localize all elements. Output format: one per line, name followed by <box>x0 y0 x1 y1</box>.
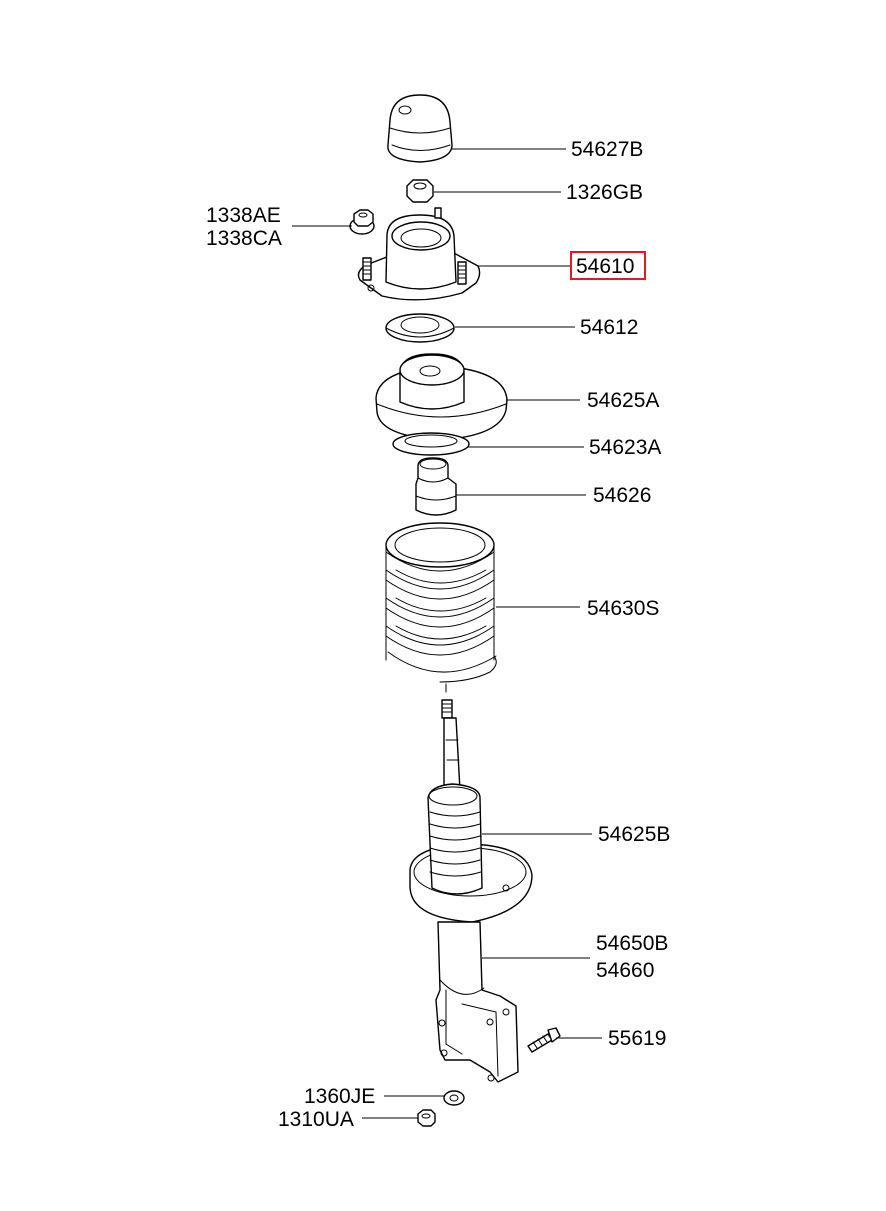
label-54625B[interactable]: 54625B <box>598 823 670 846</box>
label-54625A[interactable]: 54625A <box>587 389 659 412</box>
label-55619[interactable]: 55619 <box>608 1027 666 1050</box>
part-54623A-spring-pad <box>392 432 470 456</box>
part-54610-strut-mount <box>357 207 481 301</box>
part-1360JE-washer <box>443 1090 465 1106</box>
shock-rod <box>441 699 461 791</box>
part-1310UA-nut <box>417 1109 436 1127</box>
part-54612-bearing <box>385 313 455 343</box>
label-54623A[interactable]: 54623A <box>589 436 661 459</box>
label-1326GB[interactable]: 1326GB <box>566 181 643 204</box>
part-54625B-dust-boot <box>409 783 533 923</box>
leader-lines <box>292 148 602 1119</box>
highlight-box <box>570 251 646 280</box>
label-1338CA[interactable]: 1338CA <box>206 227 282 250</box>
label-54660[interactable]: 54660 <box>596 959 654 982</box>
label-54630S[interactable]: 54630S <box>587 597 659 620</box>
label-1360JE[interactable]: 1360JE <box>304 1085 375 1108</box>
part-54650B-strut-body <box>435 921 519 1083</box>
part-1338AE-flange-nut <box>349 209 375 235</box>
part-54625A-spring-seat <box>375 353 508 441</box>
label-54612[interactable]: 54612 <box>580 316 638 339</box>
label-1310UA[interactable]: 1310UA <box>278 1108 354 1131</box>
label-54610[interactable]: 54610 <box>576 255 634 278</box>
part-54630S-coil-spring <box>385 522 497 693</box>
part-54627B-cap <box>387 94 453 163</box>
part-55619-bolt <box>527 1027 561 1053</box>
label-54627B[interactable]: 54627B <box>571 138 643 161</box>
label-1338AE[interactable]: 1338AE <box>206 204 281 227</box>
label-54626[interactable]: 54626 <box>593 484 651 507</box>
part-54626-bumper-stop <box>415 457 457 516</box>
label-54650B[interactable]: 54650B <box>596 932 668 955</box>
part-1326GB-nut <box>406 179 434 203</box>
